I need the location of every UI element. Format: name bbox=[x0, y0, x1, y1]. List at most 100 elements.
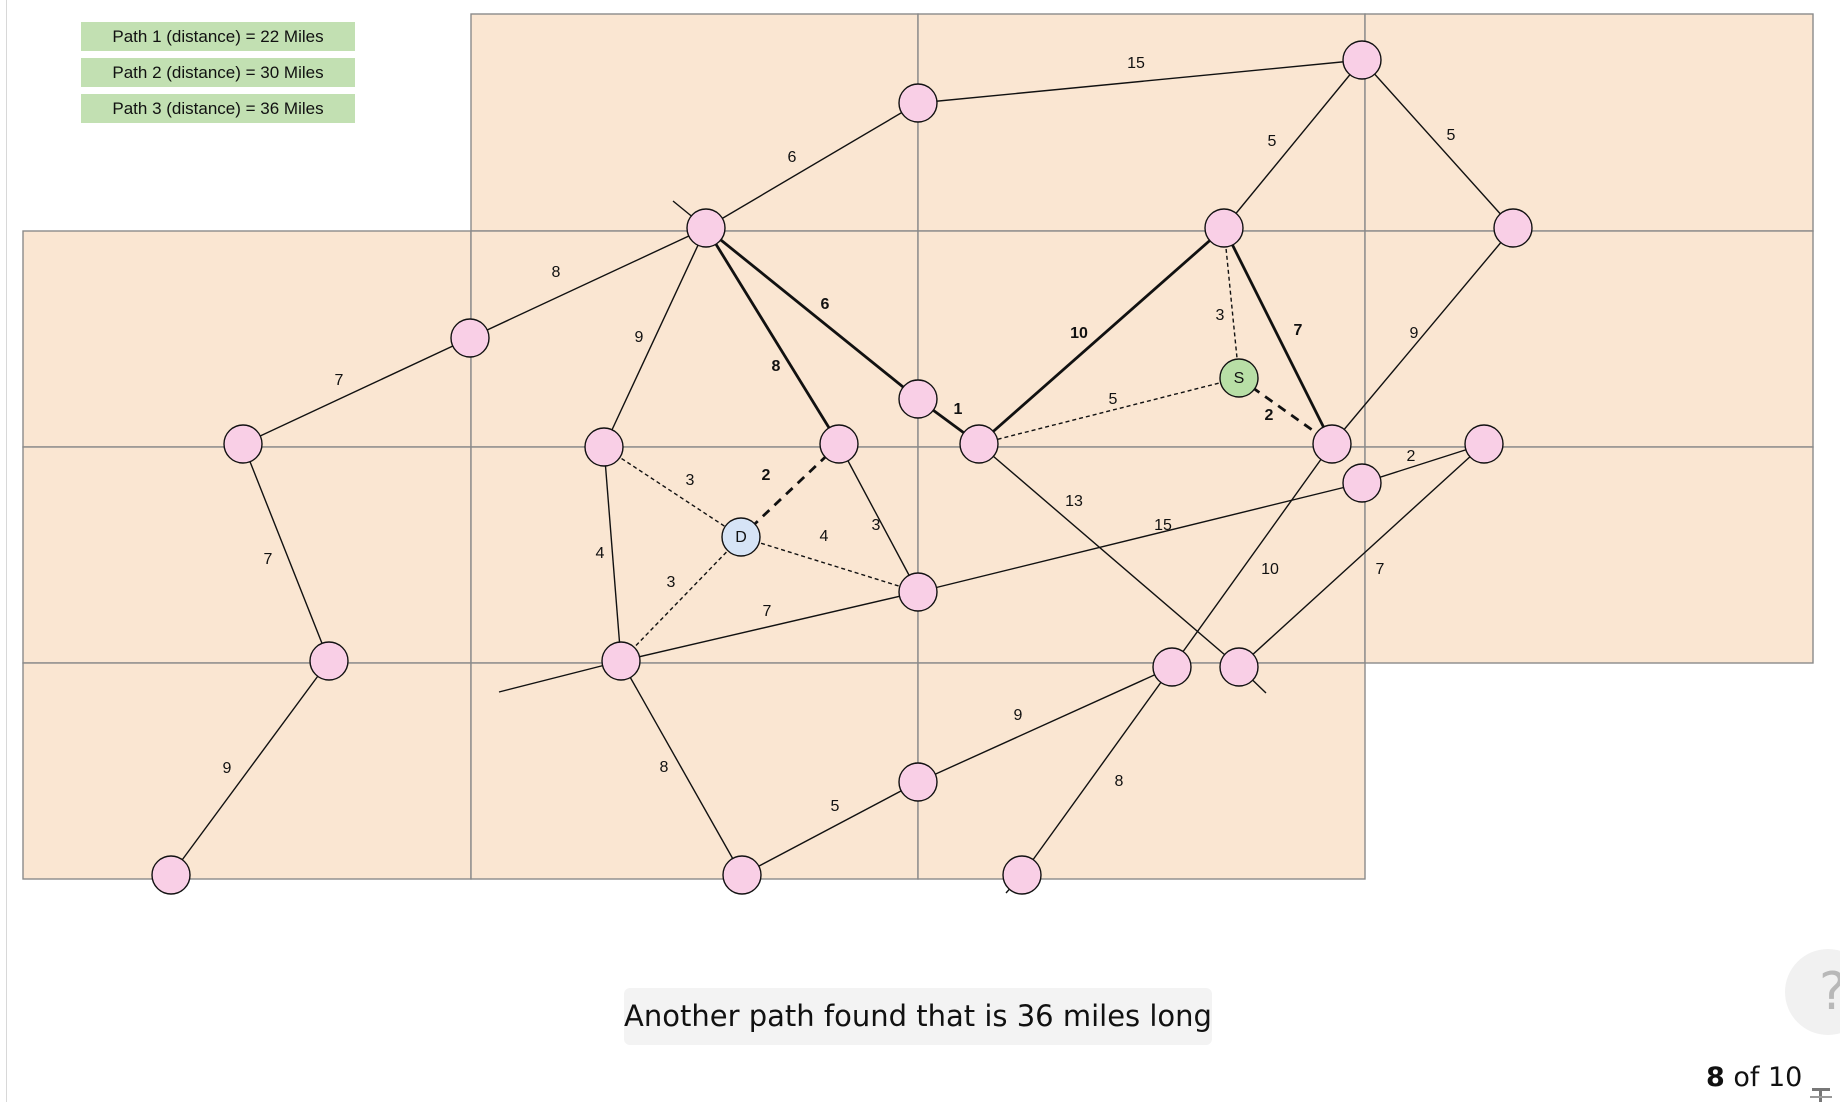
map-tiles bbox=[22, 13, 1814, 880]
graph-node bbox=[898, 83, 938, 123]
graph-node bbox=[722, 855, 762, 895]
edge-n12-n20 bbox=[1171, 443, 1333, 668]
graph-node bbox=[819, 424, 859, 464]
edge-weight-n6-n11: 1 bbox=[954, 401, 963, 418]
graph-node bbox=[959, 424, 999, 464]
edge-weight-n5-n16: 7 bbox=[264, 551, 273, 568]
edge-n7-n12 bbox=[1222, 227, 1334, 445]
graph-node bbox=[1312, 424, 1352, 464]
edge-n16-n22 bbox=[170, 660, 330, 876]
edge-n4-n2 bbox=[705, 102, 919, 229]
graph-nodes: SD bbox=[151, 40, 1533, 895]
edge-weight-n11-n7: 10 bbox=[1070, 325, 1088, 342]
slide-counter-current: 8 bbox=[1706, 1062, 1725, 1093]
edge-weight-n16-n22: 9 bbox=[223, 760, 232, 777]
graph-node bbox=[1152, 647, 1192, 687]
edge-n11-n21 bbox=[978, 443, 1240, 668]
edge-n18-n20 bbox=[917, 666, 1173, 783]
edge-weight-n7-n12: 7 bbox=[1294, 322, 1303, 339]
graph-node bbox=[309, 641, 349, 681]
left-border bbox=[6, 0, 7, 1102]
graph-node bbox=[898, 762, 938, 802]
edge-weight-n17-n15: 7 bbox=[763, 603, 772, 620]
graph-node bbox=[1002, 855, 1042, 895]
map-tile bbox=[470, 230, 919, 448]
map-tile bbox=[22, 446, 472, 664]
map-tile bbox=[470, 13, 919, 232]
graph-node bbox=[1464, 424, 1504, 464]
edge-stub bbox=[498, 660, 622, 693]
edge-weight-n11-n21: 13 bbox=[1065, 493, 1083, 510]
edge-weight-n3-n4: 8 bbox=[552, 264, 561, 281]
edge-n4-n6 bbox=[705, 226, 919, 401]
edge-n2-n1 bbox=[917, 59, 1363, 104]
edge-weight-n1-n8: 5 bbox=[1447, 127, 1456, 144]
map-tile bbox=[470, 662, 919, 880]
edge-n13-n14 bbox=[1361, 443, 1485, 484]
edge-n8-n12 bbox=[1331, 227, 1514, 445]
edge-weight-D-n17: 3 bbox=[667, 574, 676, 591]
map-tile bbox=[470, 446, 919, 664]
graph-edges bbox=[170, 59, 1514, 894]
edge-weight-n14-n21: 7 bbox=[1376, 561, 1385, 578]
map-tile bbox=[917, 13, 1366, 232]
edge-weight-n15-n13: 15 bbox=[1154, 517, 1172, 534]
edge-weight-n10-D: 2 bbox=[762, 467, 771, 484]
graph-node bbox=[450, 318, 490, 358]
edge-weight-n4-n6: 6 bbox=[821, 296, 830, 313]
edge-weight-n4-n9: 9 bbox=[635, 329, 644, 346]
graph-node bbox=[898, 379, 938, 419]
edge-weight-n13-n14: 2 bbox=[1407, 448, 1416, 465]
edge-n10-D bbox=[740, 442, 840, 539]
slide-counter-separator: of bbox=[1724, 1062, 1768, 1093]
edge-n20-n19 bbox=[1021, 666, 1173, 876]
start-node-label: S bbox=[1234, 370, 1245, 387]
graph-node bbox=[223, 424, 263, 464]
graph-node bbox=[1493, 208, 1533, 248]
status-caption: Another path found that is 36 miles long bbox=[624, 988, 1212, 1045]
edge-S-n11 bbox=[978, 377, 1240, 445]
question-mark-icon: ? bbox=[1819, 962, 1840, 1022]
graph-node bbox=[1219, 647, 1259, 687]
edge-n15-n13 bbox=[917, 482, 1363, 593]
destination-node-label: D bbox=[735, 529, 747, 546]
edge-weight-n7-S: 3 bbox=[1216, 307, 1225, 324]
slide-counter: 8 of 10 bbox=[1706, 1060, 1802, 1096]
map-tile bbox=[917, 662, 1366, 880]
edge-weight-n23-n18: 5 bbox=[831, 798, 840, 815]
edge-weight-n18-n20: 9 bbox=[1014, 707, 1023, 724]
edge-weight-n10-n15: 3 bbox=[872, 517, 881, 534]
edge-n3-n4 bbox=[469, 227, 707, 339]
corner-tool-icon[interactable] bbox=[1808, 1080, 1834, 1102]
edge-n5-n16 bbox=[242, 443, 330, 662]
graph-node bbox=[584, 427, 624, 467]
edge-weight-n9-D: 3 bbox=[686, 472, 695, 489]
destination-node bbox=[721, 517, 761, 557]
edge-n1-n8 bbox=[1361, 59, 1514, 229]
graph-node bbox=[686, 208, 726, 248]
edge-n4-n9 bbox=[603, 227, 707, 448]
edge-weight-n5-n3: 7 bbox=[335, 372, 344, 389]
edge-weight-n20-n19: 8 bbox=[1115, 773, 1124, 790]
help-button[interactable]: ? bbox=[1785, 949, 1840, 1035]
graph-node bbox=[1342, 40, 1382, 80]
edge-n5-n3 bbox=[242, 337, 471, 445]
start-node bbox=[1219, 358, 1259, 398]
graph-node bbox=[151, 855, 191, 895]
graph-node bbox=[1342, 463, 1382, 503]
legend-path-3: Path 3 (distance) = 36 Miles bbox=[81, 94, 355, 123]
graph-node bbox=[601, 641, 641, 681]
map-tile bbox=[1364, 446, 1814, 664]
map-tile bbox=[1364, 13, 1814, 232]
graph-node bbox=[898, 572, 938, 612]
legend-path-1: Path 1 (distance) = 22 Miles bbox=[81, 22, 355, 51]
edge-n23-n18 bbox=[741, 781, 919, 876]
edge-weight-D-n15: 4 bbox=[820, 528, 829, 545]
edge-weight-n2-n1: 15 bbox=[1127, 55, 1145, 72]
edge-n1-n7 bbox=[1223, 59, 1363, 229]
map-tile bbox=[22, 230, 472, 448]
edge-weight-n4-n2: 6 bbox=[788, 149, 797, 166]
